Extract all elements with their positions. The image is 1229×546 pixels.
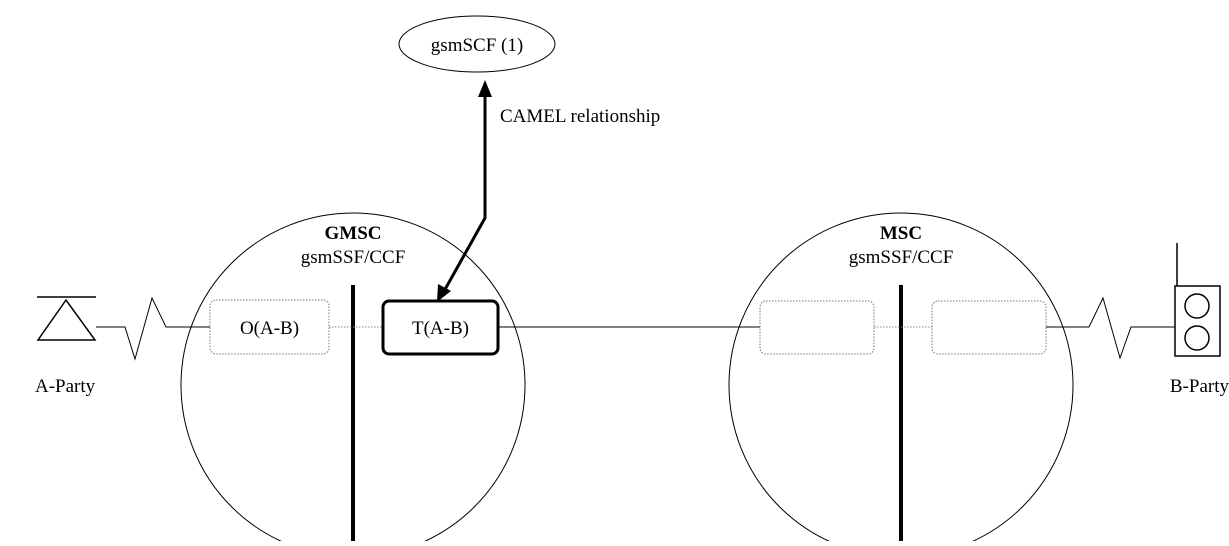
b-party-label: B-Party	[1170, 376, 1229, 397]
o-bcsm-label: O(A-B)	[240, 318, 299, 339]
a-party-link	[96, 296, 210, 361]
t-bcsm-label: T(A-B)	[412, 318, 469, 339]
b-party-link	[1046, 296, 1175, 360]
gsmscf-node	[398, 15, 556, 73]
arrowhead-up-icon	[478, 80, 492, 97]
gsmscf-label: gsmSCF (1)	[431, 35, 523, 56]
msc-circle	[728, 212, 1074, 541]
msc-right-box	[931, 300, 1047, 355]
mobile-phone-icon	[1174, 243, 1221, 357]
gmsc-circle	[180, 212, 526, 541]
gmsc-subtitle: gsmSSF/CCF	[301, 247, 406, 268]
msc-left-box	[759, 300, 875, 355]
gmsc-title: GMSC	[325, 223, 382, 244]
msc-title: MSC	[880, 223, 922, 244]
fixed-phone-icon	[36, 296, 97, 341]
camel-relationship-label: CAMEL relationship	[500, 106, 660, 127]
o-bcsm-box	[209, 299, 330, 355]
camel-relationship-arrow	[437, 80, 492, 302]
a-party-label: A-Party	[35, 376, 96, 397]
arrowhead-down-icon	[437, 284, 451, 302]
msc-subtitle: gsmSSF/CCF	[849, 247, 954, 268]
